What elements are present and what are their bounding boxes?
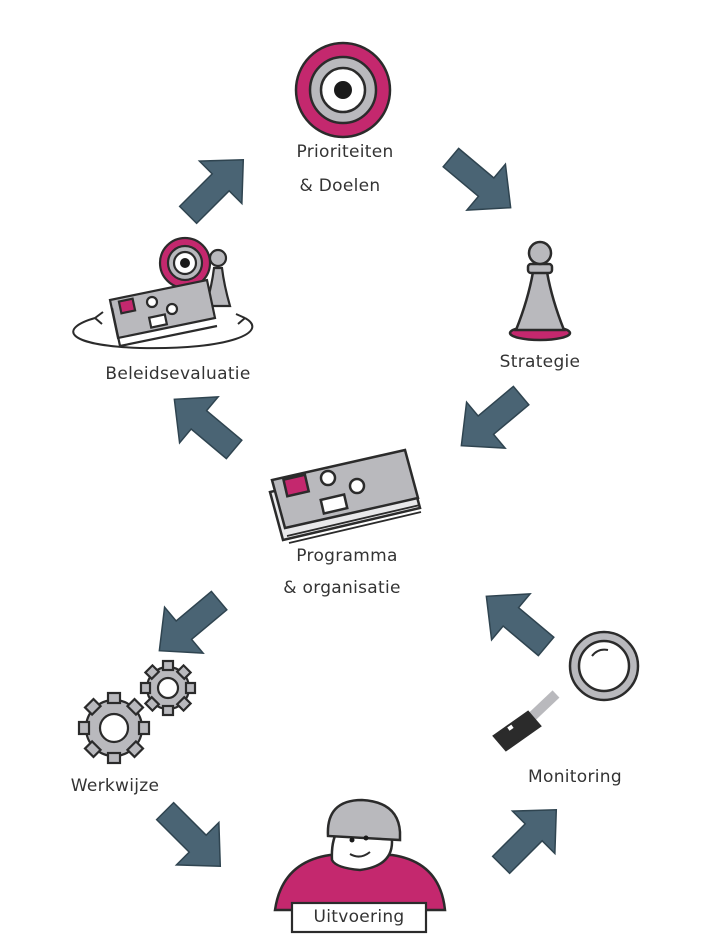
- arrow-monitoring-to-programma: [466, 572, 567, 671]
- folder-stack-icon: [268, 448, 422, 544]
- strategie-label: Strategie: [499, 352, 581, 372]
- arrow-programma-to-beleidsevaluatie: [154, 375, 255, 474]
- arrow-uitvoering-to-monitoring: [479, 787, 579, 887]
- prioriteiten-label-line2: & Doelen: [299, 176, 381, 196]
- programma-label-line2: & organisatie: [283, 578, 401, 598]
- worker-icon: [273, 798, 447, 934]
- arrow-werkwijze-to-uitvoering: [143, 789, 243, 889]
- beleidsevaluatie-label: Beleidsevaluatie: [105, 364, 251, 384]
- gears-icon: [77, 659, 197, 765]
- monitoring-label: Monitoring: [528, 767, 622, 787]
- magnifier-icon: [492, 630, 640, 752]
- arrow-prioriteiten-to-strategie: [430, 133, 531, 232]
- chess-pawn-icon: [508, 240, 572, 342]
- programma-label-line1: Programma: [296, 546, 398, 566]
- arrow-strategie-to-programma: [441, 371, 542, 470]
- target-icon: [294, 41, 392, 139]
- uitvoering-label: Uitvoering: [313, 907, 405, 927]
- werkwijze-label: Werkwijze: [70, 776, 160, 796]
- arrow-beleidsevaluatie-to-prioriteiten: [166, 137, 266, 237]
- prioriteiten-label-line1: Prioriteiten: [296, 142, 394, 162]
- arrow-programma-to-werkwijze: [139, 576, 240, 675]
- evaluation-cycle-icon: [72, 236, 254, 350]
